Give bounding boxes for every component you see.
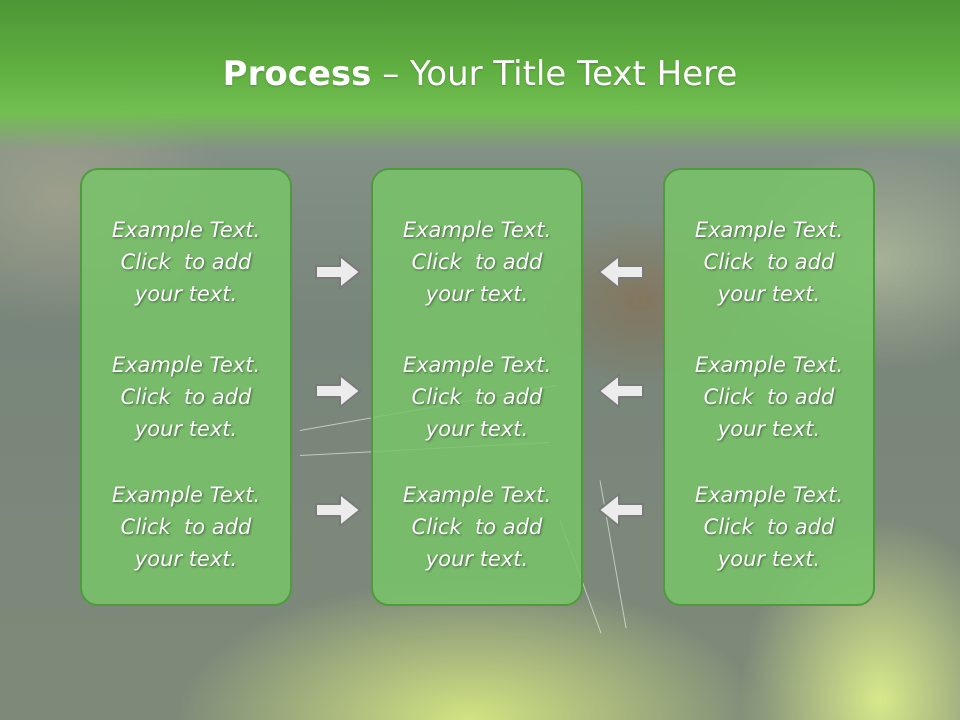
text-line: Example Text. (402, 218, 552, 242)
text-line: your text. (717, 547, 821, 571)
arrow-left-icon (598, 374, 644, 408)
text-line: your text. (717, 282, 821, 306)
process-box-1[interactable]: Example Text. Click to add your text. Ex… (80, 168, 292, 606)
box-2-text-1[interactable]: Example Text. Click to add your text. (373, 214, 581, 310)
box-3-text-2[interactable]: Example Text. Click to add your text. (665, 349, 873, 445)
title-band (0, 0, 960, 150)
text-line: Click to add (703, 515, 835, 539)
title-dash: – (371, 54, 411, 94)
text-line: Example Text. (694, 353, 844, 377)
text-line: Click to add (411, 385, 543, 409)
box-3-text-3[interactable]: Example Text. Click to add your text. (665, 479, 873, 575)
slide-title[interactable]: Process – Your Title Text Here (0, 52, 960, 96)
text-line: Click to add (411, 250, 543, 274)
text-line: your text. (425, 417, 529, 441)
text-line: your text. (134, 417, 238, 441)
arrow-right-icon (315, 493, 361, 527)
text-line: Example Text. (694, 218, 844, 242)
process-box-3[interactable]: Example Text. Click to add your text. Ex… (663, 168, 875, 606)
text-line: Example Text. (694, 483, 844, 507)
box-1-text-1[interactable]: Example Text. Click to add your text. (82, 214, 290, 310)
box-2-text-3[interactable]: Example Text. Click to add your text. (373, 479, 581, 575)
box-2-text-2[interactable]: Example Text. Click to add your text. (373, 349, 581, 445)
text-line: Example Text. (111, 218, 261, 242)
arrow-right-icon (315, 374, 361, 408)
box-1-text-2[interactable]: Example Text. Click to add your text. (82, 349, 290, 445)
text-line: Click to add (120, 250, 252, 274)
text-line: your text. (425, 547, 529, 571)
text-line: Click to add (120, 385, 252, 409)
process-box-2[interactable]: Example Text. Click to add your text. Ex… (371, 168, 583, 606)
text-line: Example Text. (402, 353, 552, 377)
text-line: Example Text. (402, 483, 552, 507)
text-line: Click to add (703, 385, 835, 409)
box-1-text-3[interactable]: Example Text. Click to add your text. (82, 479, 290, 575)
box-3-text-1[interactable]: Example Text. Click to add your text. (665, 214, 873, 310)
text-line: Example Text. (111, 483, 261, 507)
arrow-left-icon (598, 255, 644, 289)
text-line: your text. (134, 282, 238, 306)
text-line: your text. (717, 417, 821, 441)
arrow-right-icon (315, 255, 361, 289)
text-line: Example Text. (111, 353, 261, 377)
title-rest: Your Title Text Here (410, 54, 738, 94)
text-line: Click to add (411, 515, 543, 539)
text-line: Click to add (703, 250, 835, 274)
arrow-left-icon (598, 493, 644, 527)
text-line: your text. (425, 282, 529, 306)
text-line: your text. (134, 547, 238, 571)
text-line: Click to add (120, 515, 252, 539)
title-bold: Process (222, 54, 372, 94)
